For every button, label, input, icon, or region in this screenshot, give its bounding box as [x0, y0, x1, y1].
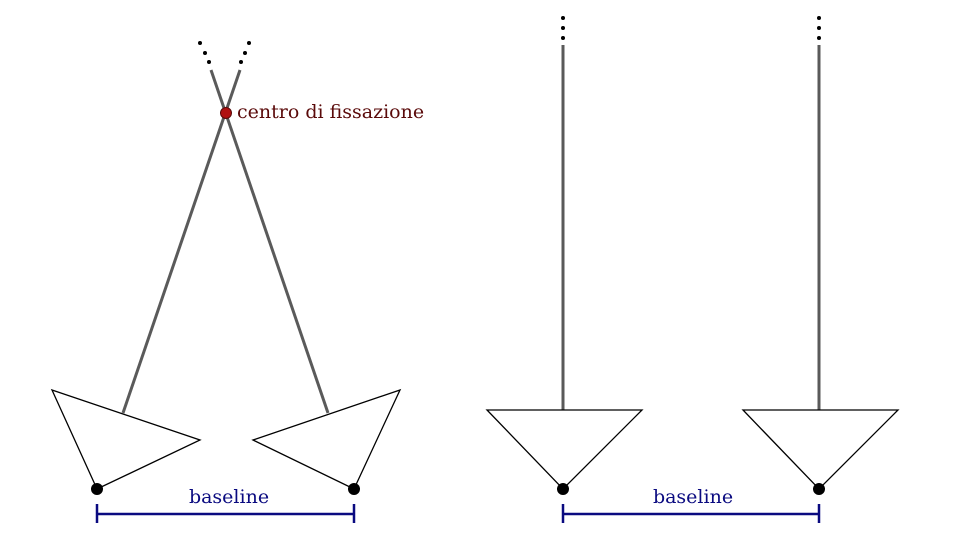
fixation-label: centro di fissazione [237, 101, 424, 123]
left-parallel-camera-center [557, 483, 569, 495]
parallel-cameras-figure: baseline [485, 16, 900, 523]
right-ray-continuation-dots [239, 41, 251, 64]
converging-cameras-figure: centro di fissazione baseline [50, 41, 424, 523]
right-parallel-camera-center [813, 483, 825, 495]
left-baseline-label: baseline [189, 486, 269, 508]
left-parallel-continuation-dots [561, 16, 565, 40]
right-baseline-label: baseline [653, 486, 733, 508]
right-baseline [561, 504, 821, 523]
right-parallel-continuation-dots [817, 16, 821, 40]
fixation-point [220, 107, 232, 119]
right-camera-center [348, 483, 360, 495]
left-camera-frustum [50, 388, 202, 490]
right-camera-ray [209, 69, 330, 414]
left-ray-continuation-dots [198, 41, 211, 64]
left-camera-ray [121, 69, 242, 414]
right-camera-frustum [251, 388, 402, 490]
left-camera-center [91, 483, 103, 495]
left-baseline [95, 504, 356, 523]
right-parallel-camera-frustum [741, 409, 900, 490]
left-parallel-camera-frustum [485, 409, 644, 490]
